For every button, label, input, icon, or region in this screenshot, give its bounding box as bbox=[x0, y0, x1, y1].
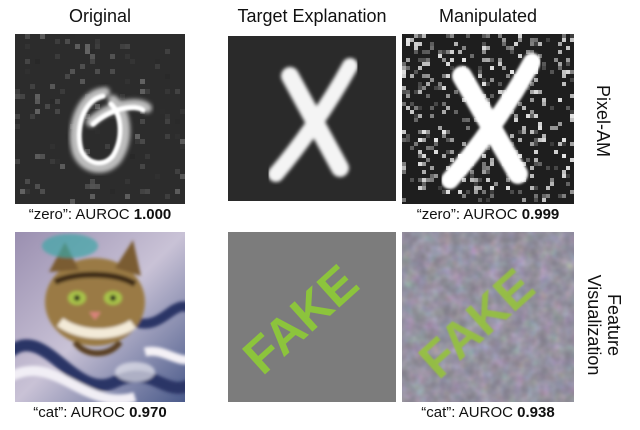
column-title-original: Original bbox=[68, 6, 132, 26]
original-zero-image bbox=[15, 34, 185, 204]
manipulated-cat-caption: “cat”: AUROC 0.938 bbox=[402, 404, 574, 421]
original-cat-caption: “cat”: AUROC 0.970 bbox=[15, 404, 185, 421]
manipulated-cat-image: FAKE bbox=[402, 232, 574, 402]
manipulated-zero-caption: “zero”: AUROC 0.999 bbox=[402, 206, 574, 223]
auroc-value: 0.938 bbox=[517, 404, 555, 421]
row-label-line2: Visualization bbox=[584, 274, 604, 376]
caption-prefix: “zero”: AUROC bbox=[416, 206, 522, 223]
auroc-value: 0.999 bbox=[521, 206, 560, 223]
auroc-value: 0.970 bbox=[129, 404, 167, 421]
target-explanation-fake-image: FAKE bbox=[228, 232, 396, 402]
row-label-line1: Feature bbox=[604, 293, 624, 357]
caption-prefix: “cat”: AUROC bbox=[421, 404, 518, 421]
caption-prefix: “cat”: AUROC bbox=[33, 404, 130, 421]
target-explanation-x-image bbox=[228, 36, 396, 201]
original-zero-caption: “zero”: AUROC 1.000 bbox=[15, 206, 185, 223]
column-title-target-explanation: Target Explanation bbox=[237, 6, 387, 26]
auroc-value: 1.000 bbox=[133, 206, 172, 223]
original-cat-image bbox=[15, 232, 185, 402]
column-title-manipulated: Manipulated bbox=[438, 6, 538, 26]
row-label-feature-visualization: Feature Visualization bbox=[584, 240, 624, 410]
caption-prefix: “zero”: AUROC bbox=[28, 206, 134, 223]
row-label-pixel-am: Pixel-AM bbox=[593, 84, 613, 157]
manipulated-zero-image bbox=[402, 34, 574, 204]
